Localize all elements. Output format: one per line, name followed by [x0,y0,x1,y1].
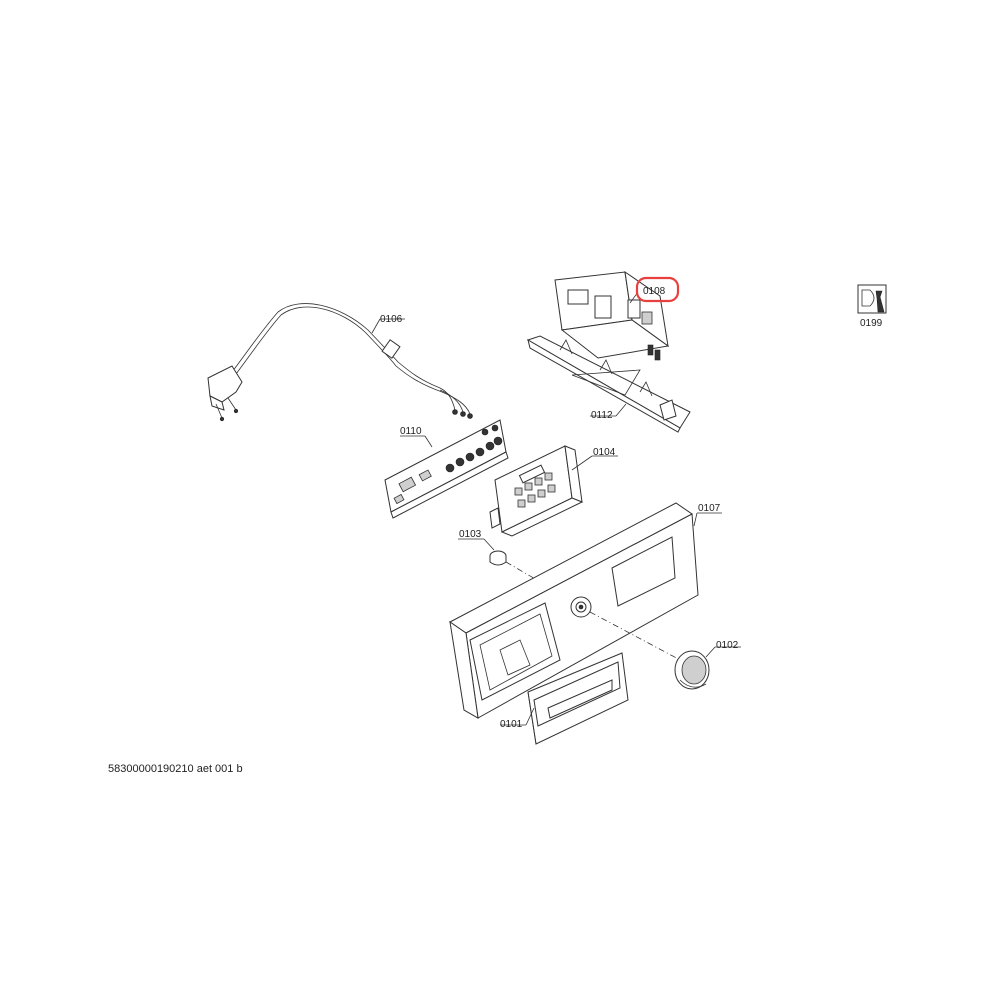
part-label-0101[interactable]: 0101 [500,719,523,730]
board-knobs [445,424,503,473]
display-buttons [514,464,556,508]
part-label-0112[interactable]: 0112 [591,410,613,421]
leader-0102 [705,646,716,658]
part-label-0199[interactable]: 0199 [860,318,883,329]
service-wrench-icon[interactable] [857,284,887,314]
axis-line-0102 [589,611,685,663]
leader-0103 [483,538,495,551]
selector-knob-0102[interactable] [674,650,710,690]
leader-0101 [525,707,535,726]
part-label-0102[interactable]: 0102 [716,640,739,651]
bracket-rail-0112[interactable] [526,335,691,433]
part-label-0107[interactable]: 0107 [698,503,721,514]
control-panel-0107[interactable] [449,502,699,719]
part-label-0110[interactable]: 0110 [400,426,422,437]
leader-0107 [693,512,698,527]
display-module-0104[interactable] [489,445,584,537]
part-label-0106[interactable]: 0106 [380,314,403,325]
leader-0110 [424,435,433,448]
drawing-reference: 58300000190210 aet 001 b [108,763,243,775]
part-label-0108[interactable]: 0108 [643,286,666,297]
control-board-0110[interactable] [384,419,509,519]
electronic-module-0108[interactable] [554,270,670,361]
leader-0106 [371,318,381,334]
leader-0104 [571,455,593,471]
highlight-marker-0108 [635,276,680,303]
power-cord-0106[interactable] [207,303,473,422]
leader-0112 [615,403,627,417]
part-label-0103[interactable]: 0103 [459,529,482,540]
drawer-handle-0101[interactable] [527,652,629,745]
part-label-0104[interactable]: 0104 [593,447,616,458]
knob-cap-0103[interactable] [489,550,507,566]
